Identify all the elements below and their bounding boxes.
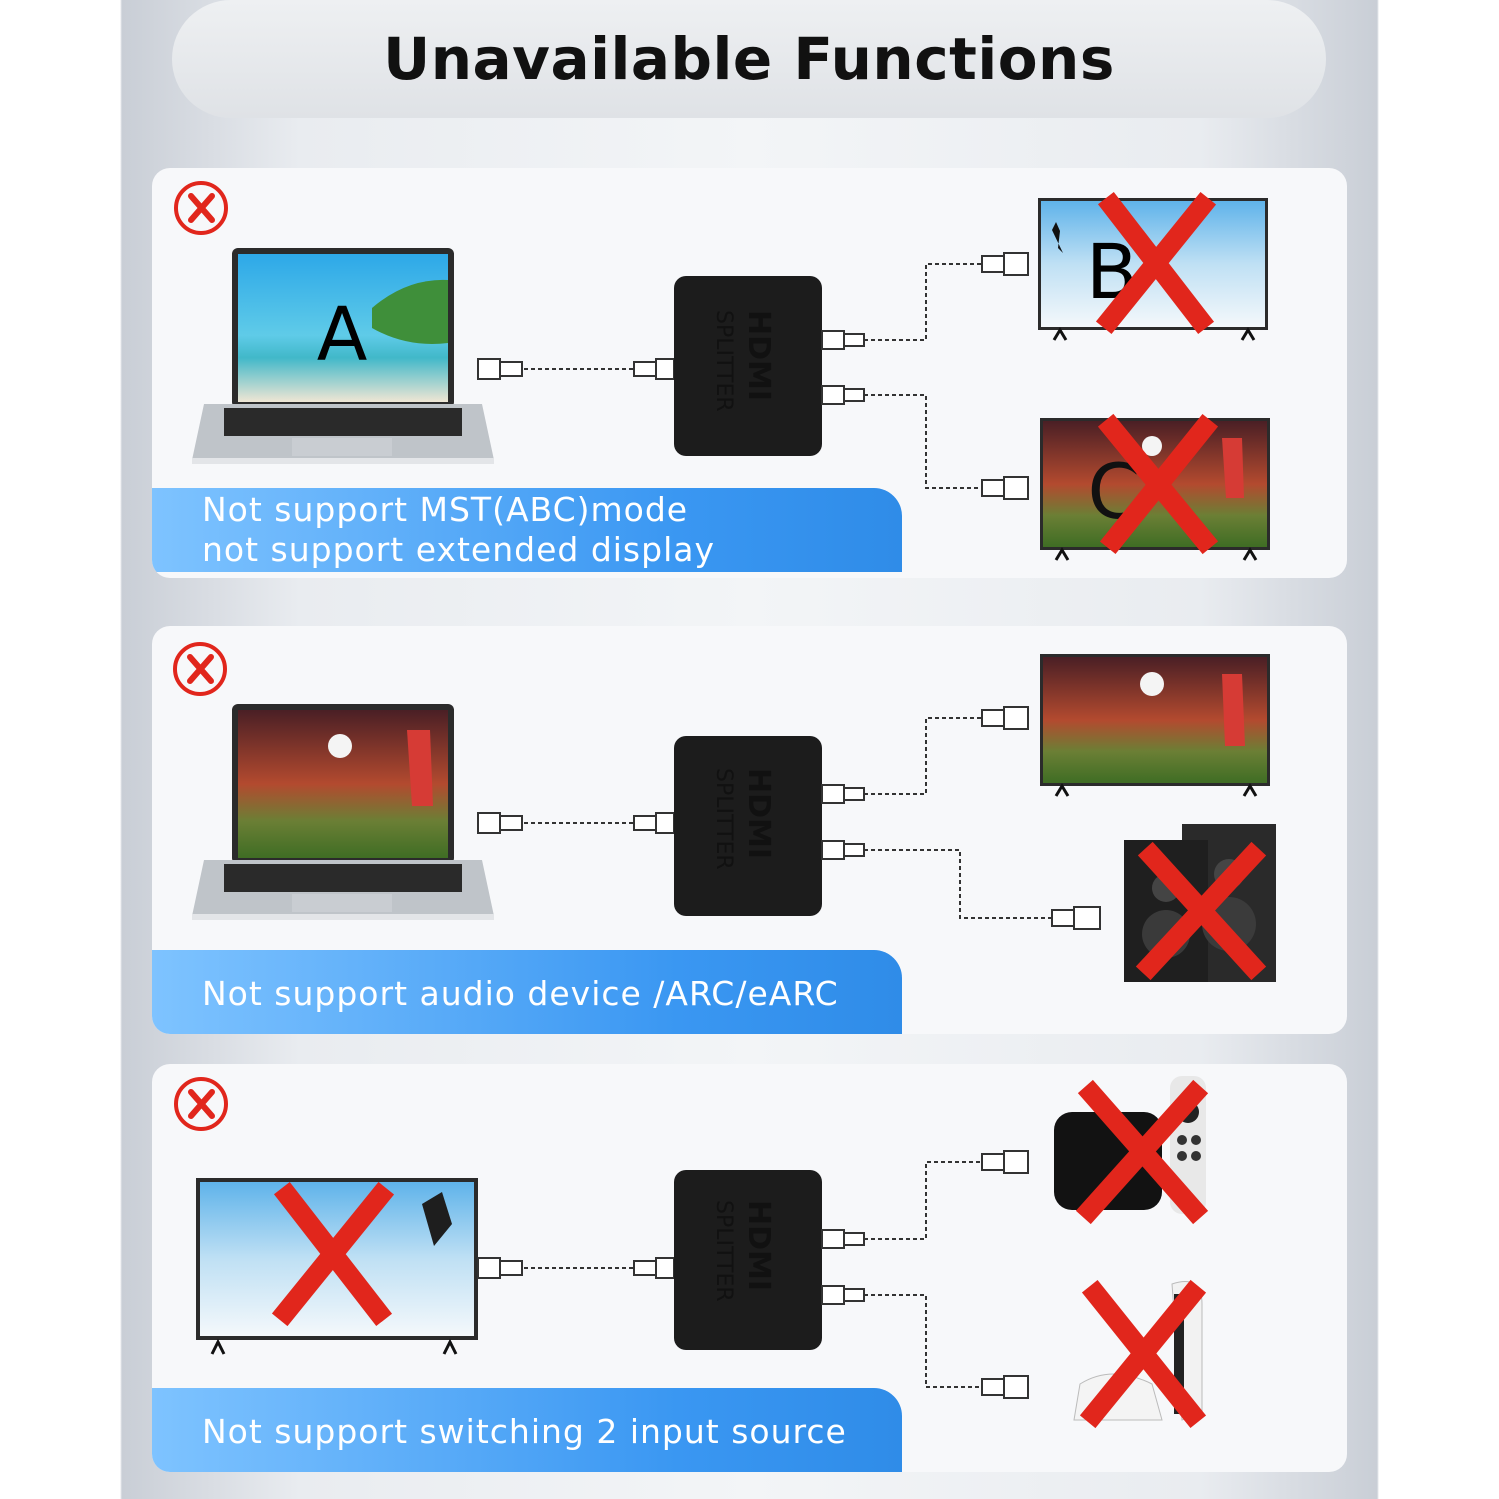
cross-icon — [1095, 191, 1217, 335]
diagram-audio: HDMI SPLITTER — [173, 642, 1276, 982]
cross-icon — [1075, 1079, 1209, 1225]
panel-audio: HDMI SPLITTER — [152, 626, 1347, 1034]
hdmi-splitter: HDMI SPLITTER — [674, 736, 822, 916]
unavailable-icon — [173, 642, 227, 696]
diagram-switching: HDMI SPLITTER — [174, 1076, 1209, 1429]
hdmi-splitter: HDMI SPLITTER — [674, 1170, 822, 1350]
cross-icon — [271, 1181, 395, 1327]
cross-icon — [1079, 1279, 1207, 1429]
caption-banner: Not support switching 2 input source — [152, 1388, 902, 1472]
caption-line-1: Not support switching 2 input source — [202, 1412, 847, 1451]
tv-output — [1040, 654, 1270, 797]
unavailable-icon — [174, 1077, 228, 1131]
caption-line-2: not support extended display — [202, 530, 715, 569]
diagram-extended-display: A HDMI SPLITTER — [174, 181, 1270, 561]
splitter-brand: HDMI — [741, 1200, 776, 1291]
panel-switching: HDMI SPLITTER — [152, 1064, 1347, 1472]
unavailable-icon — [174, 181, 228, 235]
cable-output-1 — [821, 706, 1029, 804]
cable-output-1 — [821, 1150, 1029, 1249]
page-title: Unavailable Functions — [383, 25, 1115, 93]
panel-extended-display: A HDMI SPLITTER — [152, 168, 1347, 578]
cross-icon — [1135, 841, 1267, 981]
tv-output-b — [1038, 198, 1268, 341]
cable-input — [477, 1257, 675, 1279]
caption-banner: Not support MST(ABC)mode not support ext… — [152, 488, 902, 572]
cable-input — [477, 358, 675, 380]
hdmi-splitter: HDMI SPLITTER — [674, 276, 822, 456]
title-banner: Unavailable Functions — [172, 0, 1326, 118]
cross-icon — [1097, 413, 1219, 555]
cable-input — [477, 812, 675, 834]
laptop-source — [192, 704, 494, 920]
screen-letter-a: A — [317, 292, 368, 378]
cable-output-2 — [821, 385, 1029, 500]
splitter-brand: HDMI — [741, 768, 776, 859]
caption-line-1: Not support MST(ABC)mode — [202, 490, 689, 529]
cable-output-2 — [821, 840, 1101, 930]
laptop-source — [192, 248, 494, 464]
caption-banner: Not support audio device /ARC/eARC — [152, 950, 902, 1034]
cable-output-2 — [821, 1285, 1029, 1399]
splitter-label: SPLITTER — [711, 1200, 736, 1302]
splitter-label: SPLITTER — [711, 768, 736, 870]
cable-output-1 — [821, 252, 1029, 350]
caption-line-1: Not support audio device /ARC/eARC — [202, 974, 839, 1013]
splitter-brand: HDMI — [741, 310, 776, 401]
splitter-label: SPLITTER — [711, 310, 736, 412]
